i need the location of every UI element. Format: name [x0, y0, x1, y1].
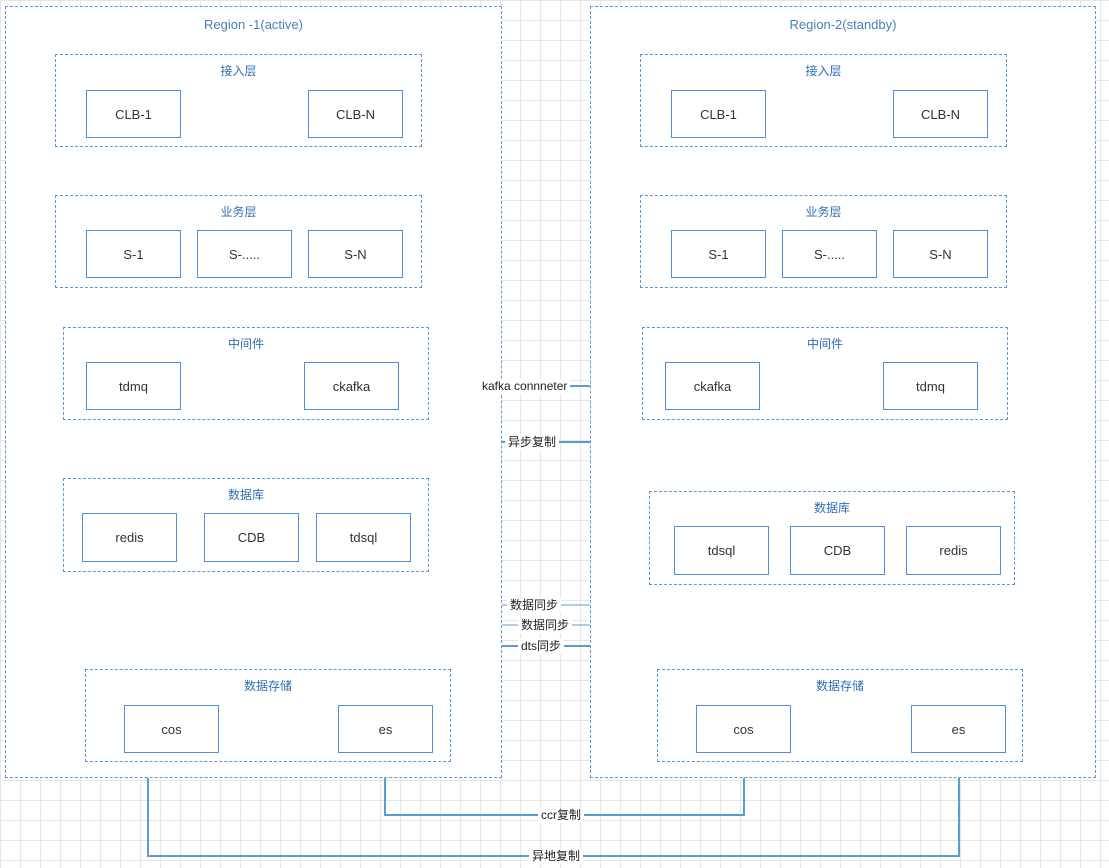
standby-cos-node[interactable]: cos [696, 705, 791, 753]
active-cos-node[interactable]: cos [124, 705, 219, 753]
standby-tdsql-node[interactable]: tdsql [674, 526, 769, 575]
layer-title: 数据存储 [243, 679, 292, 693]
cos-remote-label: 异地复制 [529, 849, 584, 864]
standby-tdmq-node[interactable]: tdmq [883, 362, 978, 410]
region-active-title: Region -1(active) [204, 17, 303, 32]
active-s-1-node[interactable]: S-1 [86, 230, 181, 278]
layer-title: 业务层 [805, 205, 842, 219]
active-clb-1-node[interactable]: CLB-1 [86, 90, 181, 138]
active-s-mid-node[interactable]: S-..... [197, 230, 292, 278]
active-clb-n-node[interactable]: CLB-N [308, 90, 403, 138]
layer-title: 数据库 [813, 501, 850, 515]
standby-clb-n-node[interactable]: CLB-N [893, 90, 988, 138]
tdmq-async-label: 异步复制 [505, 435, 560, 450]
active-s-n-node[interactable]: S-N [308, 230, 403, 278]
standby-s-1-node[interactable]: S-1 [671, 230, 766, 278]
redis-dts-label: dts同步 [518, 639, 565, 654]
layer-title: 中间件 [227, 337, 264, 351]
standby-clb-1-node[interactable]: CLB-1 [671, 90, 766, 138]
active-ckafka-node[interactable]: ckafka [304, 362, 399, 410]
kafka-connector-label: kafka connneter [479, 379, 571, 394]
active-redis-node[interactable]: redis [82, 513, 177, 562]
layer-title: 数据存储 [815, 679, 864, 693]
standby-s-n-node[interactable]: S-N [893, 230, 988, 278]
standby-es-node[interactable]: es [911, 705, 1006, 753]
active-es-node[interactable]: es [338, 705, 433, 753]
region-standby-title: Region-2(standby) [789, 17, 897, 32]
active-tdsql-node[interactable]: tdsql [316, 513, 411, 562]
standby-cdb-node[interactable]: CDB [790, 526, 885, 575]
es-ccr-label: ccr复制 [538, 808, 584, 823]
tdsql-sync-label: 数据同步 [507, 598, 562, 613]
active-cdb-node[interactable]: CDB [204, 513, 299, 562]
layer-title: 业务层 [220, 205, 257, 219]
layer-title: 接入层 [220, 64, 257, 78]
layer-title: 接入层 [805, 64, 842, 78]
cdb-sync-label: 数据同步 [518, 618, 573, 633]
standby-redis-node[interactable]: redis [906, 526, 1001, 575]
standby-ckafka-node[interactable]: ckafka [665, 362, 760, 410]
standby-s-mid-node[interactable]: S-..... [782, 230, 877, 278]
layer-title: 数据库 [227, 488, 264, 502]
active-tdmq-node[interactable]: tdmq [86, 362, 181, 410]
layer-title: 中间件 [806, 337, 843, 351]
